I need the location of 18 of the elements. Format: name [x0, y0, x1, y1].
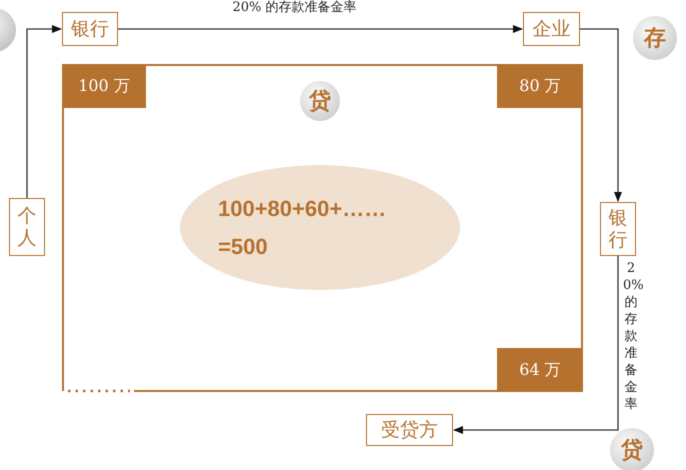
label-box: 企业: [523, 12, 580, 46]
label-box: 银行: [62, 12, 118, 46]
arrow: [118, 25, 523, 33]
sum-ellipse: 100+80+60+…… =500: [180, 165, 460, 290]
arrow: [580, 28, 622, 202]
circle-badge: 贷: [300, 81, 340, 121]
arrow: [453, 256, 619, 434]
frame-box: [62, 64, 583, 392]
label-box: 个人: [9, 198, 45, 256]
label-box: 受贷方: [366, 414, 453, 446]
edge-label: 20% 的存款准备金率: [232, 0, 357, 15]
arrow: [26, 25, 62, 198]
amount-tab: 100 万: [62, 64, 146, 108]
circle-badge: 存: [633, 16, 677, 60]
circle-badge: 贷: [610, 428, 654, 470]
label-box: 银行: [600, 202, 636, 256]
amount-tab: 64 万: [497, 348, 583, 392]
amount-tab: 80 万: [497, 64, 583, 108]
